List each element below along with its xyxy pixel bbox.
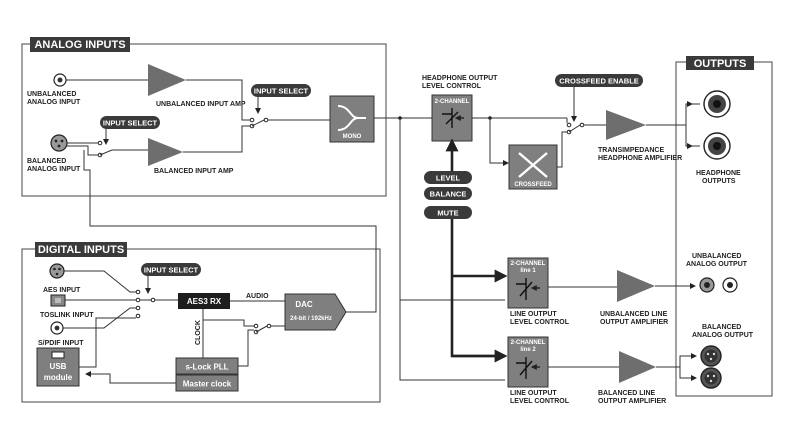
svg-text:line 1: line 1	[520, 268, 536, 274]
digital-inputs-frame	[21, 248, 381, 403]
balanced-analog-output-label: BALANCED ANALOG OUTPUT	[692, 324, 754, 339]
balanced-output-xlr-2-icon	[700, 367, 722, 389]
headphone-outputs-label: HEADPHONE OUTPUTS	[696, 170, 743, 185]
line-output-2ch-2-block: 2-CHANNEL line 2	[507, 336, 549, 388]
unbalanced-input-label: UNBALANCED ANALOG INPUT	[27, 91, 81, 106]
unbalanced-input-jack-icon	[53, 73, 67, 87]
spdif-input-jack-icon	[50, 321, 64, 335]
mute-pill[interactable]: MUTE	[424, 206, 472, 219]
aes-input-xlr-icon	[49, 263, 65, 279]
toslink-input-label: TOSLINK INPUT	[40, 312, 94, 319]
spdif-input-label: S/PDIF INPUT	[38, 340, 84, 347]
unbalanced-amp-label: UNBALANCED INPUT AMP	[156, 101, 246, 108]
headphone-level-control-label: HEADPHONE OUTPUT LEVEL CONTROL	[422, 75, 499, 90]
analog-inputs-title: ANALOG INPUTS	[30, 37, 130, 52]
svg-text:DIGITAL INPUTS: DIGITAL INPUTS	[38, 244, 124, 256]
unbalanced-output-jack-left-icon	[699, 277, 715, 293]
crossfeed-enable-pill[interactable]: CROSSFEED ENABLE	[555, 74, 643, 87]
line-output-control-label-2: LINE OUTPUT LEVEL CONTROL	[510, 390, 570, 405]
crossfeed-block: CROSSFEED	[508, 144, 558, 190]
svg-text:2-CHANNEL: 2-CHANNEL	[511, 261, 546, 267]
balanced-input-amp	[148, 138, 183, 166]
headphone-amp-label: TRANSIMPEDANCE HEADPHONE AMPLIFIER	[598, 147, 682, 162]
svg-text:module: module	[44, 373, 73, 382]
digital-input-select-pill[interactable]: INPUT SELECT	[141, 263, 201, 276]
analog-inputs-frame	[21, 43, 387, 197]
svg-text:2-CHANNEL: 2-CHANNEL	[511, 340, 546, 346]
input-select-left-pill[interactable]: INPUT SELECT	[100, 116, 160, 129]
input-select-top-pill[interactable]: INPUT SELECT	[251, 84, 311, 97]
svg-text:line 2: line 2	[520, 347, 536, 353]
digital-inputs-title: DIGITAL INPUTS	[35, 242, 127, 257]
svg-text:s-Lock PLL: s-Lock PLL	[185, 363, 228, 372]
headphone-2ch-control-block: 2-CHANNEL	[431, 94, 473, 142]
balanced-line-amp	[619, 351, 656, 383]
usb-module-block: USB module	[36, 347, 80, 387]
svg-text:MONO: MONO	[343, 134, 362, 140]
balance-pill[interactable]: BALANCE	[424, 187, 472, 200]
svg-text:AES3 RX: AES3 RX	[187, 297, 222, 306]
headphone-output-jack-2-icon	[703, 132, 731, 160]
master-clock-block: Master clock	[175, 374, 239, 392]
dac-block: DAC 24-bit / 192kHz	[284, 293, 347, 331]
line-output-control-label-1: LINE OUTPUT LEVEL CONTROL	[510, 311, 570, 326]
svg-text:CROSSFEED: CROSSFEED	[514, 182, 552, 188]
svg-text:24-bit / 192kHz: 24-bit / 192kHz	[290, 316, 332, 322]
svg-text:LEVEL: LEVEL	[436, 174, 461, 183]
line-output-2ch-1-block: 2-CHANNEL line 1	[507, 257, 549, 309]
clock-signal-label: CLOCK	[195, 320, 202, 345]
aes-input-label: AES INPUT	[43, 287, 81, 294]
svg-text:OUTPUTS: OUTPUTS	[694, 58, 747, 70]
balanced-line-amp-label: BALANCED LINE OUTPUT AMPLIFIER	[598, 390, 666, 405]
svg-text:USB: USB	[50, 362, 67, 371]
unbalanced-output-jack-right-icon	[722, 277, 738, 293]
slock-pll-block: s-Lock PLL	[175, 357, 239, 375]
svg-text:CROSSFEED ENABLE: CROSSFEED ENABLE	[559, 77, 639, 86]
svg-text:Master clock: Master clock	[183, 380, 232, 389]
svg-text:MUTE: MUTE	[437, 209, 458, 218]
svg-text:DAC: DAC	[295, 300, 313, 309]
svg-text:INPUT SELECT: INPUT SELECT	[103, 119, 158, 128]
unbalanced-line-amp	[617, 270, 655, 302]
headphone-amp	[606, 110, 646, 140]
svg-text:BALANCE: BALANCE	[430, 190, 467, 199]
balanced-amp-label: BALANCED INPUT AMP	[154, 168, 234, 175]
svg-text:ANALOG INPUTS: ANALOG INPUTS	[34, 39, 125, 51]
outputs-title: OUTPUTS	[686, 56, 754, 70]
toslink-input-icon	[50, 294, 66, 307]
svg-text:INPUT SELECT: INPUT SELECT	[254, 87, 309, 96]
headphone-output-jack-1-icon	[703, 90, 731, 118]
svg-text:INPUT SELECT: INPUT SELECT	[144, 266, 199, 275]
balanced-input-xlr-icon	[50, 134, 68, 152]
svg-text:2-CHANNEL: 2-CHANNEL	[435, 99, 470, 105]
level-pill[interactable]: LEVEL	[424, 171, 472, 184]
audio-signal-label: AUDIO	[246, 293, 269, 300]
unbalanced-line-amp-label: UNBALANCED LINE OUTPUT AMPLIFIER	[600, 311, 669, 326]
aes3-rx-block: AES3 RX	[178, 293, 230, 309]
unbalanced-input-amp	[148, 64, 186, 96]
unbalanced-analog-output-label: UNBALANCED ANALOG OUTPUT	[686, 253, 748, 268]
balanced-input-label: BALANCED ANALOG INPUT	[27, 158, 81, 173]
mono-block: MONO	[329, 95, 375, 143]
balanced-output-xlr-1-icon	[700, 345, 722, 367]
